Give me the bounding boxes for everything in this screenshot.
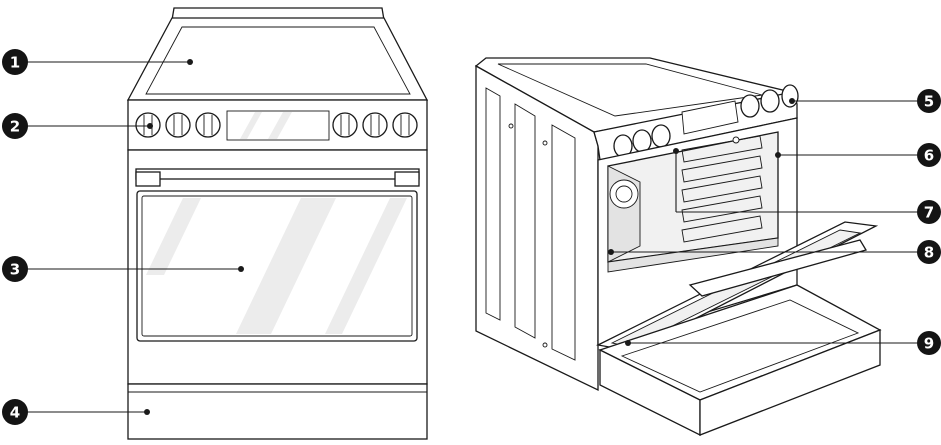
perspective-knobs <box>613 84 799 158</box>
callout-5-label: 5 <box>924 93 934 111</box>
callout-7: 7 <box>917 200 941 224</box>
window-reflection <box>146 198 201 275</box>
range-front-view <box>126 7 429 440</box>
display-reflection <box>240 112 292 139</box>
knob <box>332 112 358 138</box>
callout-badges: 1 2 3 4 5 6 7 8 <box>2 49 941 425</box>
knob <box>362 112 388 138</box>
handle-end-right <box>394 171 420 187</box>
window-reflection <box>325 198 407 334</box>
oven-door-handle <box>135 168 420 180</box>
knob <box>392 112 418 138</box>
drawer-front <box>699 329 881 436</box>
right-knob-group <box>332 112 418 138</box>
callout-1-label: 1 <box>10 54 20 72</box>
callout-4: 4 <box>2 399 28 425</box>
callout-7-label: 7 <box>924 204 934 222</box>
leader-lines <box>27 59 917 415</box>
callout-3-label: 3 <box>10 261 20 279</box>
callout-6-label: 6 <box>924 147 934 165</box>
callout-6: 6 <box>917 143 941 167</box>
handle-end-left <box>135 171 161 187</box>
cooktop-glass <box>145 26 411 95</box>
knob <box>165 112 191 138</box>
callout-3: 3 <box>2 256 28 282</box>
convection-fan <box>609 179 639 209</box>
callout-2: 2 <box>2 113 28 139</box>
storage-drawer <box>127 383 428 440</box>
window-reflection <box>236 198 336 334</box>
callout-9: 9 <box>917 331 941 355</box>
callout-8-label: 8 <box>924 244 934 262</box>
door-handle-bar <box>688 239 867 297</box>
range-perspective-view <box>474 57 882 437</box>
callout-4-label: 4 <box>10 404 20 422</box>
callout-8: 8 <box>917 240 941 264</box>
callout-9-label: 9 <box>924 335 934 353</box>
callout-1: 1 <box>2 49 28 75</box>
callout-2-label: 2 <box>10 118 20 136</box>
callout-5: 5 <box>917 89 941 113</box>
knob <box>195 112 221 138</box>
perspective-display <box>681 100 739 135</box>
